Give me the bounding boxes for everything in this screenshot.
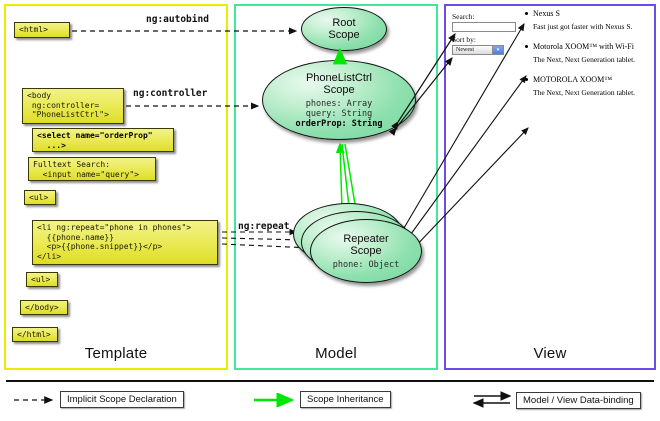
ng-controller-label: ng:controller [133, 88, 208, 99]
sort-select-value: Newest [456, 47, 474, 53]
legend-model-view-databinding: Model / View Data-binding [468, 391, 641, 409]
view-form: Search: Sort by: Newest ▾ [452, 12, 530, 55]
chevron-down-icon: ▾ [492, 46, 503, 54]
column-model: Model [234, 4, 438, 370]
body-controller-box: <body ng:controller= "PhoneListCtrl"> [22, 88, 124, 124]
phone-name: Motorola XOOM™ with Wi-Fi [524, 41, 656, 52]
ng-repeat-label: ng:repeat [238, 221, 290, 232]
html-open-box: <html> [14, 22, 70, 38]
column-model-label: Model [315, 345, 357, 362]
li-ngrepeat-box: <li ng:repeat="phone in phones"> {{phone… [32, 220, 218, 265]
legend-dashed-arrow-icon [14, 395, 54, 404]
legend-green-arrow-icon [254, 392, 295, 407]
select-orderprop-box: <select name="orderProp" ...> [32, 128, 174, 152]
list-item: Nexus S Fast just got faster with Nexus … [524, 8, 656, 32]
search-input[interactable] [452, 22, 516, 32]
legend-double-arrow-icon [472, 391, 512, 408]
sort-select[interactable]: Newest ▾ [452, 45, 504, 55]
phone-snippet: Fast just got faster with Nexus S. [533, 22, 633, 31]
phone-name: MOTOROLA XOOM™ [524, 74, 656, 85]
legend-inheritance-label: Scope Inheritance [300, 391, 391, 408]
column-template-label: Template [84, 345, 148, 362]
ul-open-box: <ul> [24, 190, 56, 205]
search-label: Search: [452, 12, 475, 21]
phone-snippet: The Next, Next Generation tablet. [533, 88, 636, 97]
phone-snippet: The Next, Next Generation tablet. [533, 55, 636, 64]
fulltext-search-box: Fulltext Search: <input name="query"> [28, 157, 156, 181]
repeater-scope-props: phone: Object [332, 259, 400, 270]
ng-autobind-label: ng:autobind [146, 14, 209, 25]
body-close-box: </body> [20, 300, 68, 315]
sort-label: Sort by: [452, 35, 476, 44]
column-template: Template [4, 4, 228, 370]
ul-close-box: <ul> [26, 272, 58, 287]
legend-databinding-label: Model / View Data-binding [516, 391, 641, 409]
legend-divider [6, 380, 654, 382]
legend-implicit-label: Implicit Scope Declaration [60, 391, 184, 408]
phone-list: Nexus S Fast just got faster with Nexus … [524, 8, 656, 102]
phonelistctrl-scope-props: phones: Array query: String orderProp: S… [295, 98, 383, 129]
phone-name: Nexus S [524, 8, 656, 19]
legend-implicit-scope-declaration: Implicit Scope Declaration [12, 391, 184, 408]
list-item: Motorola XOOM™ with Wi-Fi The Next, Next… [524, 41, 656, 65]
column-view-label: View [533, 345, 567, 362]
html-close-box: </html> [12, 327, 58, 342]
list-item: MOTOROLA XOOM™ The Next, Next Generation… [524, 74, 656, 98]
legend-scope-inheritance: Scope Inheritance [252, 391, 391, 408]
